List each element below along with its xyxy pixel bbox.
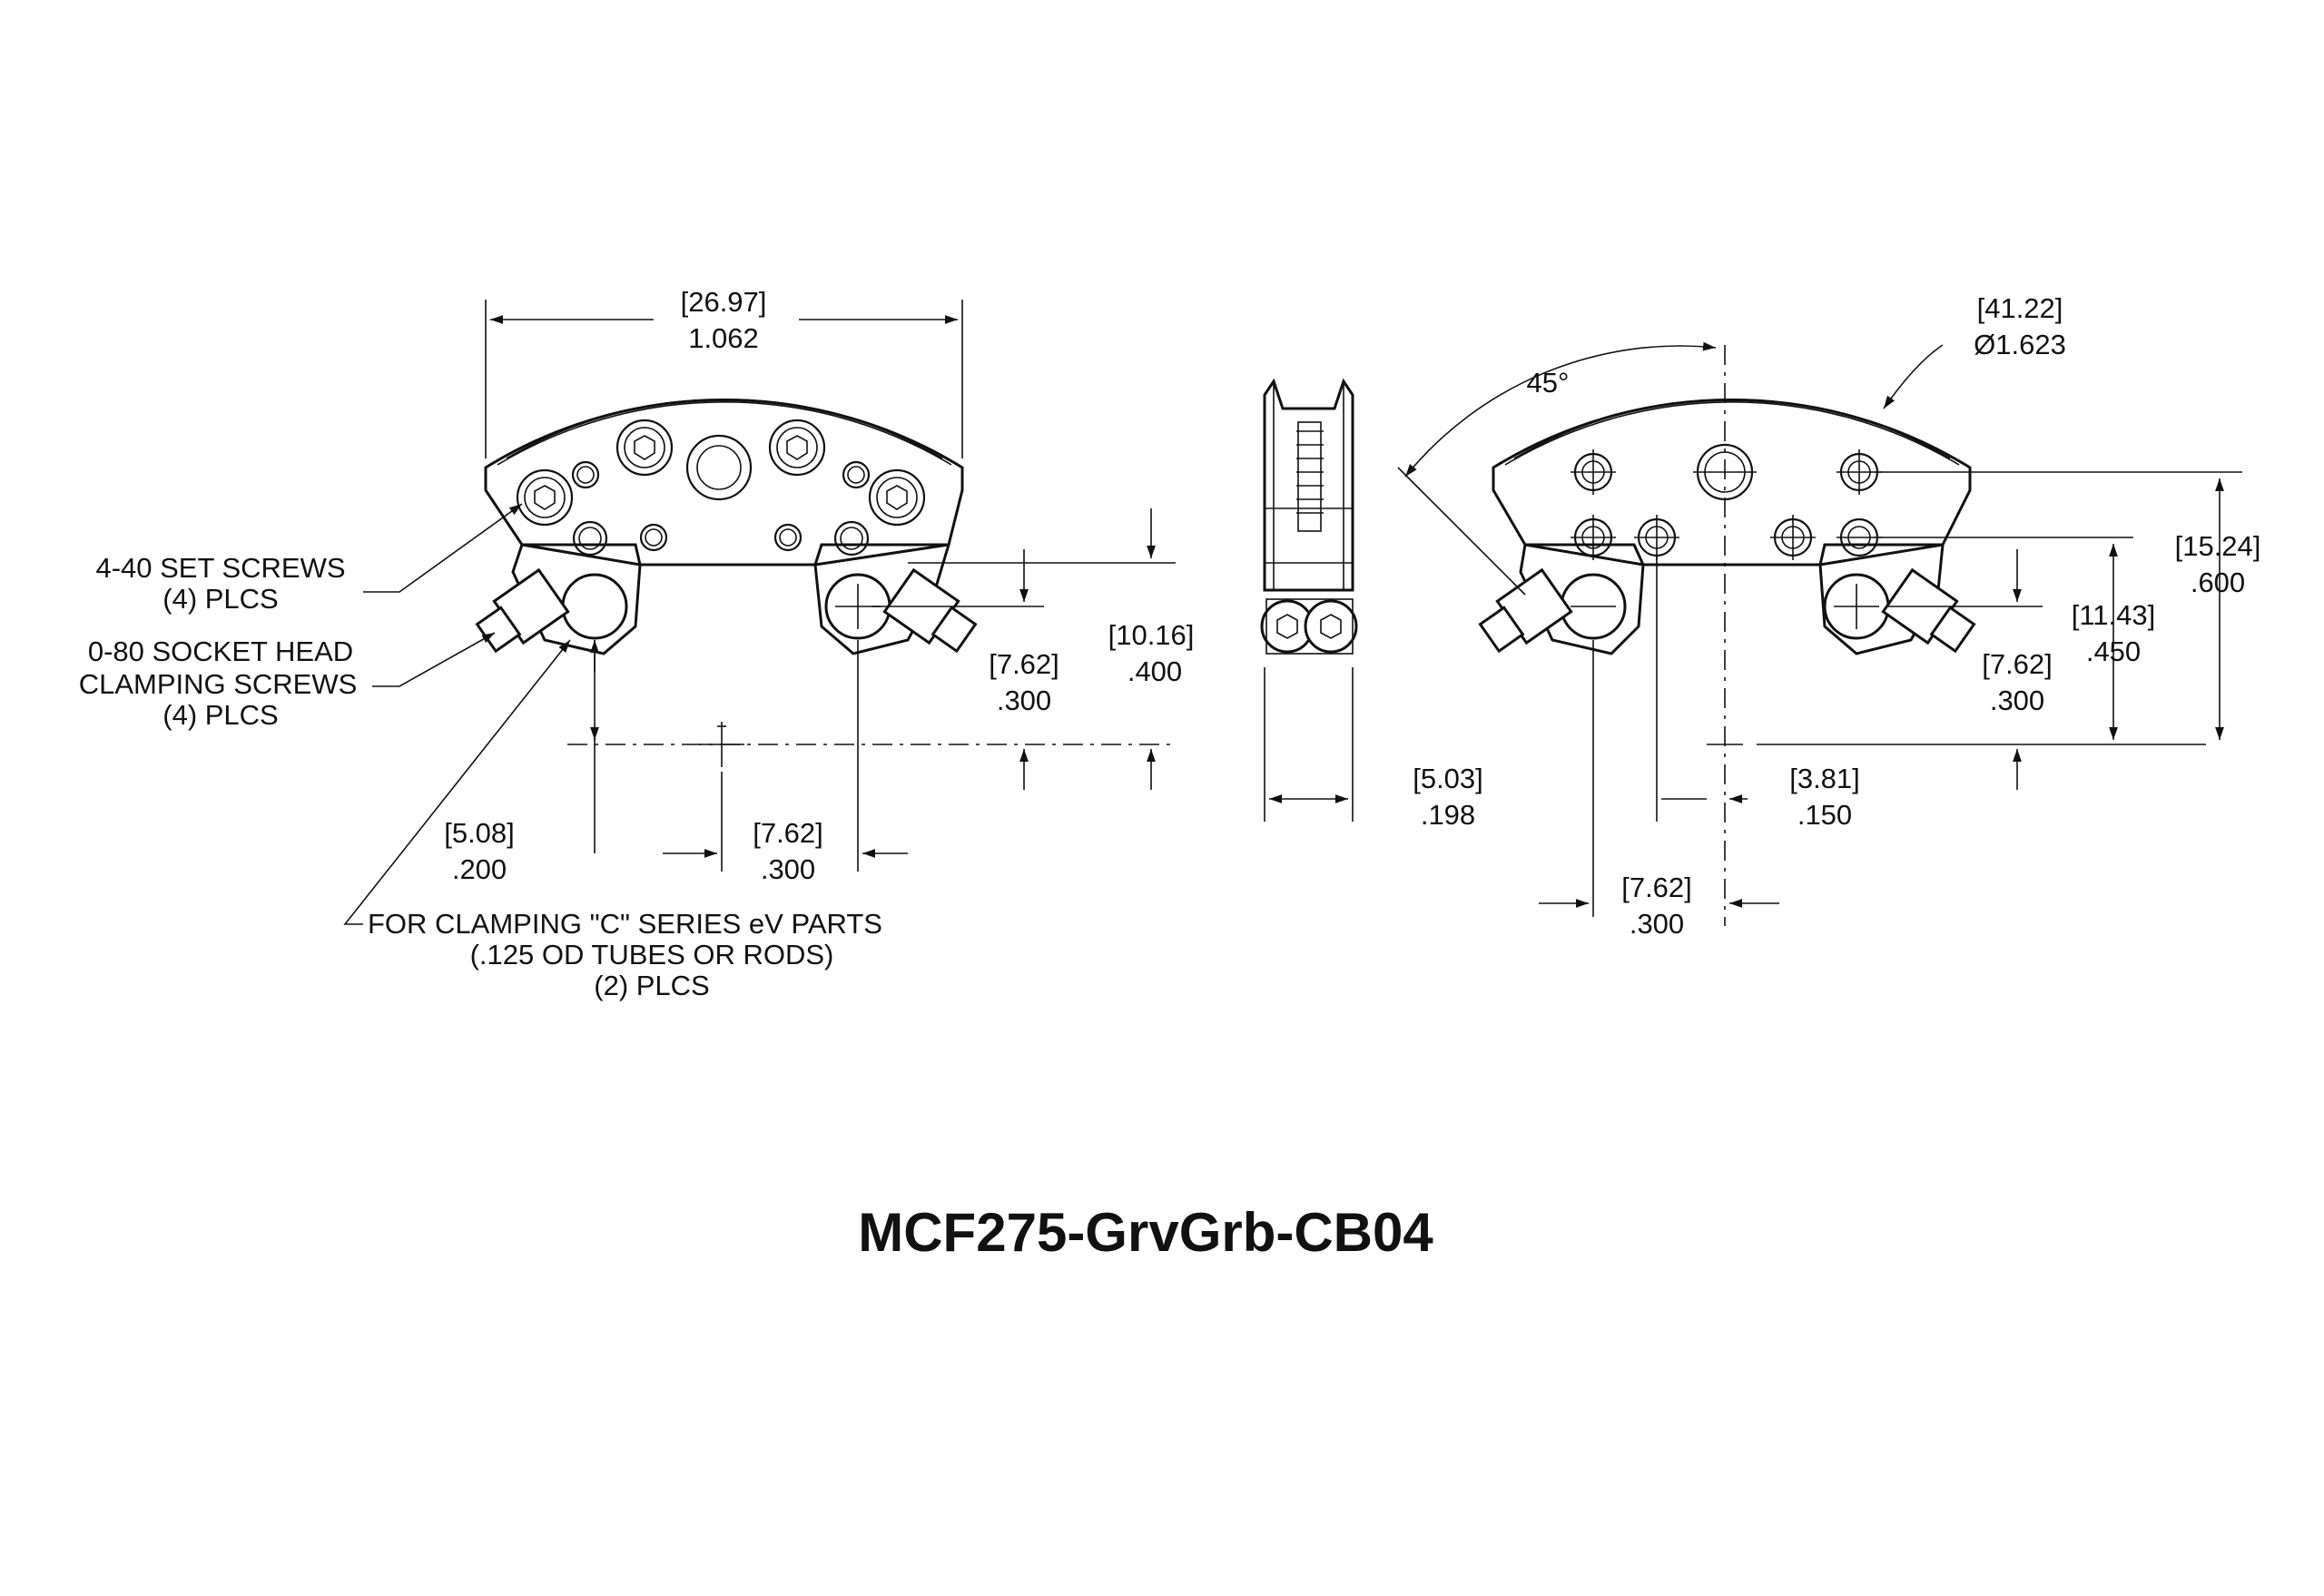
note-clamping-screws-line3: (4) PLCS <box>162 699 278 731</box>
dim-side-thickness-inch: .198 <box>1421 799 1475 831</box>
dim-right-height-300-metric: [7.62] <box>1982 648 2053 680</box>
dim-side-thickness-metric: [5.03] <box>1413 763 1483 794</box>
note-clamping-parts-line1: FOR CLAMPING "C" SERIES eV PARTS <box>368 908 882 940</box>
right-view-labels: [41.22] Ø1.623 45° [15.24] .600 [11.43] … <box>1527 292 2261 940</box>
note-clamping-screws-line2: CLAMPING SCREWS <box>79 668 358 700</box>
dim-left-width-metric: [26.97] <box>681 286 767 318</box>
dim-left-spacing-300-metric: [7.62] <box>753 817 823 849</box>
dim-right-height-600-inch: .600 <box>2191 566 2245 598</box>
dim-right-offset-150-metric: [3.81] <box>1789 763 1860 794</box>
dim-right-diameter-metric: [41.22] <box>1977 292 2063 324</box>
note-clamping-screws-line1: 0-80 SOCKET HEAD <box>88 635 353 667</box>
dim-left-spacing-300-inch: .300 <box>761 853 815 885</box>
left-clamp-screw-left <box>475 567 570 654</box>
side-view <box>1260 378 1358 822</box>
left-view-labels: [26.97] 1.062 [10.16] .400 [7.62] .300 [… <box>79 286 1195 1001</box>
dim-right-height-450-inch: .450 <box>2086 635 2141 667</box>
dim-left-offset-200-metric: [5.08] <box>444 817 515 849</box>
left-hole-row <box>516 419 926 557</box>
note-set-screws-line2: (4) PLCS <box>162 583 278 615</box>
dim-right-height-600-metric: [15.24] <box>2175 530 2261 562</box>
dim-left-height-400-inch: .400 <box>1128 655 1182 687</box>
right-view <box>1397 341 2242 926</box>
note-clamping-parts-line2: (.125 OD TUBES OR RODS) <box>470 939 834 970</box>
note-clamping-parts-line3: (2) PLCS <box>594 970 709 1001</box>
dim-left-width-inch: 1.062 <box>688 322 759 354</box>
dim-right-offset-150-inch: .150 <box>1797 799 1852 831</box>
left-view <box>343 300 1176 925</box>
part-number-title: MCF275-GrvGrb-CB04 <box>858 1202 1433 1263</box>
dim-left-height-300-inch: .300 <box>997 685 1051 716</box>
dim-right-angle: 45° <box>1527 367 1570 399</box>
dim-right-spacing-300-metric: [7.62] <box>1621 872 1692 903</box>
dim-right-height-300-inch: .300 <box>1990 685 2044 716</box>
note-set-screws-line1: 4-40 SET SCREWS <box>95 552 345 584</box>
dim-left-offset-200-inch: .200 <box>452 853 507 885</box>
dim-right-diameter-inch: Ø1.623 <box>1974 329 2066 360</box>
side-view-labels: [5.03] .198 <box>1413 763 1483 831</box>
dim-left-height-300-metric: [7.62] <box>989 648 1059 680</box>
dim-left-height-400-metric: [10.16] <box>1108 619 1195 651</box>
dim-right-spacing-300-inch: .300 <box>1630 908 1684 940</box>
dim-right-height-450-metric: [11.43] <box>2072 599 2156 631</box>
